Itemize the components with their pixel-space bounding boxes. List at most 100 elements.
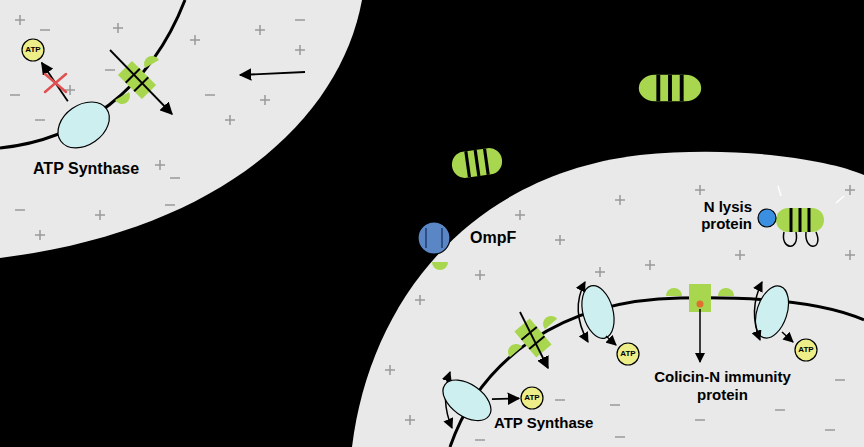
plus-sign [845, 250, 855, 260]
atp-molecule: ATP [21, 38, 45, 62]
atp-synthase [577, 282, 620, 342]
colicin-domain [141, 53, 159, 68]
atp-circle [795, 339, 817, 361]
minus-sign [835, 379, 845, 381]
plus-sign [95, 210, 105, 220]
atp-circle [617, 343, 639, 365]
colicin-molecule [639, 75, 701, 101]
node-shape [758, 209, 776, 227]
use-shape [776, 208, 824, 232]
minus-sign [555, 399, 565, 401]
plus-sign [260, 95, 270, 105]
colicin-domain [505, 341, 522, 357]
protein-shape [758, 209, 776, 227]
node-label: ATP [524, 393, 539, 402]
line-shape [836, 196, 844, 203]
rect-shape [689, 284, 711, 312]
plus-sign [405, 415, 415, 425]
circle-shape [697, 301, 704, 308]
line-shape [134, 77, 148, 91]
path-shape [699, 309, 701, 362]
callout-label: Colicin-N immunity protein [640, 368, 805, 404]
plus-sign [615, 195, 625, 205]
plus-sign [113, 23, 123, 33]
line-shape [45, 74, 66, 92]
plus-sign [645, 260, 655, 270]
colicin-pore [118, 61, 156, 99]
node-shape [58, 102, 109, 148]
ion-flow-arrow [520, 312, 548, 368]
node-label: OmpF [470, 229, 516, 247]
path-shape [783, 232, 796, 246]
use-shape [749, 282, 794, 343]
minus-sign [105, 69, 115, 71]
line-shape [45, 74, 66, 92]
plus-sign [555, 235, 565, 245]
path-shape [806, 232, 818, 246]
porin-channel [426, 228, 442, 248]
plus-sign [415, 295, 425, 305]
atp-circle [521, 387, 543, 409]
plus-sign [595, 267, 605, 277]
flow-arrow [492, 397, 519, 400]
rect-shape [118, 61, 156, 99]
colicin-domain [115, 92, 133, 107]
atp-circle [22, 39, 44, 61]
inner-membrane [450, 298, 864, 447]
minus-sign [35, 119, 45, 121]
proton-arrow [754, 282, 762, 340]
node-label: N lysis protein [688, 198, 752, 233]
minus-sign [610, 404, 620, 406]
plus-sign [695, 185, 705, 195]
cell-top-left [0, 0, 362, 258]
minus-sign [165, 204, 175, 206]
atp-molecule: ATP [616, 342, 640, 366]
plus-sign [15, 15, 25, 25]
minus-sign [295, 19, 305, 21]
ion-flow-arrow [110, 50, 172, 114]
minus-sign [10, 94, 20, 96]
colicin-domain [540, 313, 557, 329]
atp-molecule: ATP [520, 386, 544, 410]
plus-sign [255, 25, 265, 35]
use-shape [666, 288, 682, 296]
flow-arrow [42, 63, 68, 101]
minus-sign [695, 419, 705, 421]
n-lysis-complex [776, 186, 844, 246]
minus-sign [775, 409, 785, 411]
ompf-porin: OmpF [418, 222, 450, 254]
protein-shape [418, 222, 450, 254]
cell-bottom-right [352, 152, 864, 447]
node-label: ATP Synthase [33, 160, 139, 178]
node-label: ATP [620, 349, 635, 358]
node-shape [443, 380, 491, 421]
plus-sign [190, 35, 200, 45]
minus-sign [615, 436, 625, 438]
plus-sign [295, 45, 305, 55]
plus-sign [155, 160, 165, 170]
atp-synthase: ATP Synthase [58, 102, 109, 148]
charge-signs [10, 15, 855, 440]
atp-arrow [606, 336, 616, 345]
atp-synthase: ATP Synthase [443, 380, 491, 421]
minus-sign [40, 29, 50, 31]
minus-sign [170, 177, 180, 179]
node-shape [418, 222, 450, 254]
minus-sign [475, 439, 485, 441]
immunity-protein [666, 284, 734, 362]
n-lysis-protein: N lysis protein [758, 209, 776, 227]
blocked-mark [45, 74, 66, 92]
use-shape [718, 288, 734, 296]
line-shape [778, 186, 781, 196]
plus-sign [385, 365, 395, 375]
node-label: ATP [798, 345, 813, 354]
node-label: ATP [25, 45, 40, 54]
proton-arrow [578, 282, 588, 342]
plus-sign [225, 115, 235, 125]
minus-sign [15, 209, 25, 211]
plus-sign [475, 270, 485, 280]
plus-sign [515, 210, 525, 220]
plus-sign [65, 85, 75, 95]
plus-sign [845, 185, 855, 195]
minus-sign [825, 429, 835, 431]
